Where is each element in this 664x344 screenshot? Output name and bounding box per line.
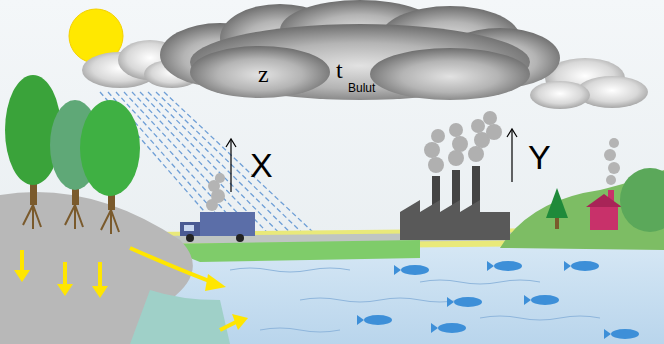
cloud-letter: t	[336, 58, 343, 82]
waves	[230, 268, 600, 332]
cloud-letter: z	[258, 62, 269, 86]
tree	[546, 188, 568, 229]
flow-arrow	[14, 248, 248, 330]
grass	[155, 240, 420, 262]
arrow-letter: Y	[528, 140, 551, 174]
cloud-name: Bulut	[348, 82, 375, 94]
truck	[180, 173, 255, 242]
house	[586, 138, 622, 230]
up-arrow	[226, 129, 517, 192]
tree	[5, 75, 140, 210]
pond	[130, 290, 230, 344]
arrow-letter: X	[250, 148, 273, 182]
roots	[23, 205, 119, 234]
fish	[357, 261, 639, 339]
water	[120, 240, 664, 344]
cloud: z tBulut	[150, 0, 570, 104]
bush	[620, 168, 664, 232]
factory	[400, 111, 510, 240]
